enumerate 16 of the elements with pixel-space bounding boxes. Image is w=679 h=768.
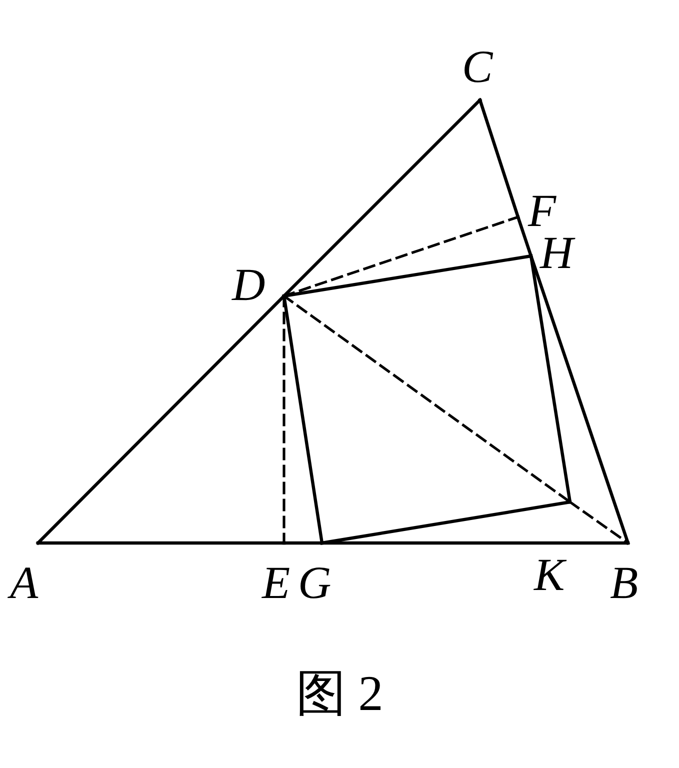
point-label: G <box>298 560 332 606</box>
dashed-segment <box>282 216 520 298</box>
dashed-segment <box>282 294 572 504</box>
line-segment <box>282 98 482 298</box>
line-segment <box>478 98 520 219</box>
point-label: A <box>10 560 38 606</box>
line-segment <box>320 500 572 545</box>
point-label: C <box>462 44 493 90</box>
point-label: E <box>262 560 290 606</box>
figure-caption: 图 2 <box>294 665 384 721</box>
line-segment <box>529 254 630 545</box>
point-label: K <box>534 552 565 598</box>
dashed-segment <box>568 500 630 544</box>
line-segment <box>282 294 324 545</box>
point-label: B <box>610 560 638 606</box>
point-label: D <box>232 262 266 308</box>
